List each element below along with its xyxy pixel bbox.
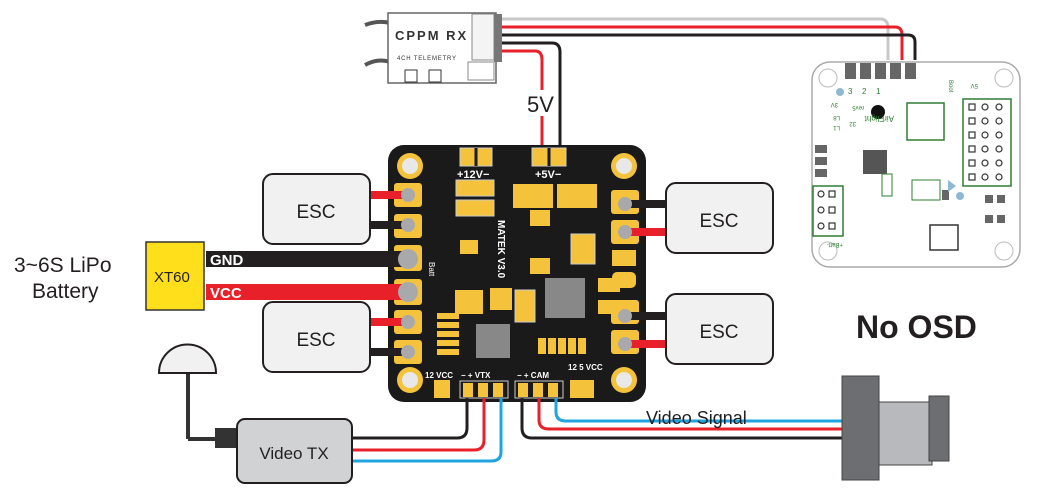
fc-5v-label: 5V (971, 82, 978, 88)
battery-wires (206, 251, 410, 300)
fc-pin-2: 2 (862, 87, 867, 96)
camera-wires (520, 398, 842, 440)
power-distribution-board (388, 145, 646, 402)
fc-boot-label: Boot (947, 80, 953, 93)
fc-l8-label: L8 (833, 114, 840, 120)
esc-label-top-left: ESC (296, 202, 335, 223)
battery-label-line1: 3~6S LiPo (14, 254, 112, 277)
pdb-cam-label: − + CAM (517, 371, 549, 380)
fc-pin-header (845, 63, 916, 79)
fc-pin-3: 3 (848, 87, 853, 96)
rx-button (404, 69, 418, 83)
five-volt-label: 5V (527, 92, 554, 117)
vtx-antenna (157, 343, 237, 448)
rx-led (428, 69, 442, 83)
vtx-wires (352, 398, 503, 463)
rx-connector (494, 14, 502, 62)
esc-boxes (262, 173, 774, 373)
fc-rev: rev5 (852, 104, 864, 110)
fc-name: AirFlight (864, 114, 894, 123)
pdb-jumper-left-label: 12 VCC (425, 371, 453, 380)
fc-io-header (962, 98, 1012, 187)
ic-chip (545, 278, 585, 318)
fc-l1-label: L1 (833, 124, 840, 130)
wire-red (500, 49, 544, 90)
fc-batt-label: +Batt- (827, 241, 843, 247)
pdb-brand: MATEK V3.0 (495, 220, 506, 279)
rx-subtitle: 4CH TELEMETRY (397, 56, 457, 62)
rx-telemetry-port (467, 61, 495, 81)
video-tx-box (236, 418, 353, 484)
gnd-label: GND (210, 252, 244, 269)
fc-buzzer (871, 105, 885, 119)
ic-chip (476, 324, 510, 358)
fc-pin-1: 1 (876, 87, 881, 96)
fc-3v-label: 3V (831, 101, 838, 107)
video-signal-label: Video Signal (646, 408, 747, 428)
wire-gray (500, 17, 890, 60)
no-osd-label: No OSD (856, 309, 977, 345)
xt60-connector (145, 241, 205, 311)
pdb-vtx-label: − + VTX (461, 371, 491, 380)
rx-antenna (364, 58, 391, 67)
text-layer: CPPM RX 4CH TELEMETRY 5V +12V− +5V− MATE… (14, 28, 978, 463)
pdb-5v-label: +5V− (535, 169, 561, 181)
rx-pin-header (471, 13, 495, 61)
esc-label-bottom-right: ESC (699, 322, 738, 343)
rx-to-fc-wires (500, 17, 917, 60)
camera (841, 375, 950, 481)
solder-points (398, 188, 632, 359)
fc-mcu (906, 102, 945, 141)
esc-label-bottom-left: ESC (296, 330, 335, 351)
fc-gyro (863, 150, 887, 174)
pdb-body (388, 145, 646, 402)
wire-black (500, 33, 917, 60)
pdb-batt-label: Batt (427, 262, 436, 277)
esc-label-top-right: ESC (699, 211, 738, 232)
pdb-jumper-right-label: 12 5 VCC (568, 363, 603, 372)
rx-antenna (364, 19, 391, 27)
xt60-label: XT60 (154, 269, 190, 286)
video-tx-label: Video TX (259, 444, 328, 463)
battery-label-line2: Battery (32, 280, 99, 303)
flight-controller (811, 61, 1021, 268)
fc-model: 32 (849, 120, 856, 126)
receiver-module (364, 12, 502, 84)
wire-black (500, 41, 562, 152)
vcc-label: VCC (210, 285, 242, 302)
rx-title: CPPM RX (395, 28, 468, 43)
pdb-12v-label: +12V− (457, 169, 489, 181)
